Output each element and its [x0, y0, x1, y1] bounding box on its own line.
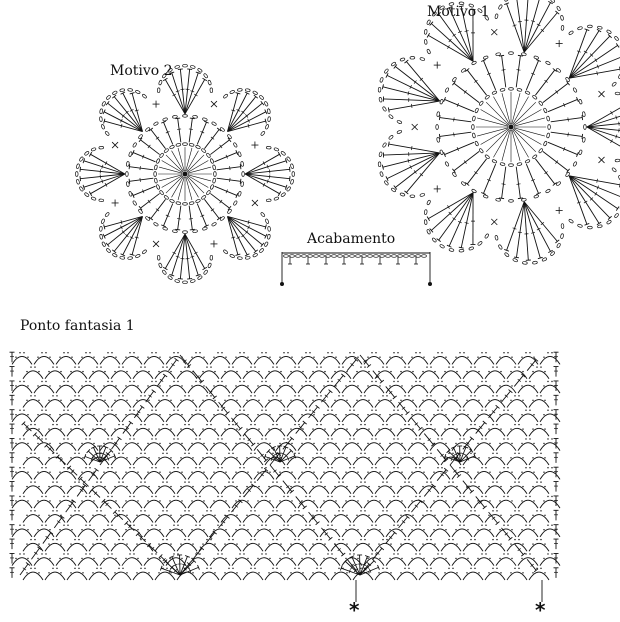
motivo1-diagram — [378, 0, 620, 265]
ponto-fantasia-chart — [10, 352, 561, 602]
repeat-marker-right: * — [535, 600, 545, 620]
motivo2-diagram — [75, 64, 294, 283]
repeat-marker-left: * — [349, 600, 359, 620]
acabamento-diagram — [280, 252, 432, 286]
